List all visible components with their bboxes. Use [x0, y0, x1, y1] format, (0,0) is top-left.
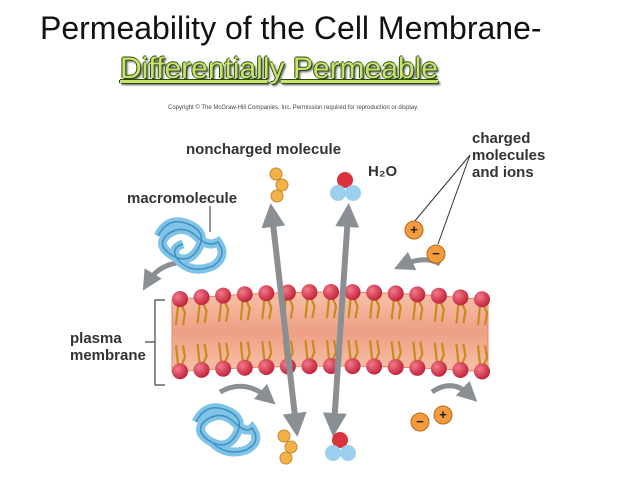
- ion-bottom-deflect-arrow: [430, 380, 478, 402]
- phospholipid-tail: [174, 305, 187, 365]
- phospholipid-head: [301, 358, 318, 375]
- phospholipid-head: [344, 284, 361, 301]
- plasma-membrane-bracket: [145, 299, 165, 386]
- phospholipid-head: [452, 361, 469, 378]
- noncharged-molecule-bottom: [277, 429, 298, 465]
- svg-text:−: −: [416, 414, 424, 429]
- svg-text:−: −: [432, 246, 440, 261]
- positive-ion-bottom: +: [433, 405, 453, 425]
- phospholipid-tail: [369, 299, 381, 360]
- phospholipid-tail: [390, 299, 402, 361]
- water-molecule-bottom: [325, 432, 356, 461]
- phospholipid-head: [366, 358, 383, 375]
- negative-ion-top: −: [426, 244, 446, 264]
- phospholipid-tail: [476, 305, 489, 365]
- phospholipid-tail: [412, 300, 424, 362]
- slide-subtitle: Differentially Permeable: [120, 52, 438, 85]
- h2o-label: H₂O: [368, 163, 398, 180]
- macromolecule-top: [153, 217, 227, 274]
- water-molecule-top: [330, 172, 361, 201]
- plasma-label-line2: membrane: [70, 347, 146, 364]
- phospholipid-head: [452, 289, 469, 306]
- phospholipid-head: [236, 286, 253, 303]
- phospholipid-head: [366, 284, 383, 301]
- phospholipid-head: [474, 363, 490, 380]
- positive-ion-top: +: [404, 220, 424, 240]
- svg-text:+: +: [410, 222, 418, 237]
- phospholipid-head: [474, 291, 490, 308]
- macromolecule-bottom: [191, 403, 261, 457]
- phospholipid-head: [215, 287, 232, 304]
- phospholipid-head: [258, 358, 275, 375]
- phospholipid-head: [409, 359, 426, 376]
- phospholipid-head: [387, 285, 404, 302]
- noncharged-molecule-label: noncharged molecule: [186, 141, 342, 158]
- macromolecule-label: macromolecule: [127, 190, 238, 207]
- noncharged-transport-arrow: [261, 203, 307, 437]
- phospholipid-head: [409, 286, 426, 303]
- phospholipid-head: [301, 284, 318, 301]
- phospholipid-head: [387, 359, 404, 376]
- copyright-notice: Copyright © The McGraw-Hill Companies, I…: [168, 105, 419, 111]
- phospholipid-head: [215, 360, 232, 377]
- noncharged-molecule-top: [269, 167, 289, 203]
- phospholipid-head: [193, 361, 210, 378]
- plasma-label-line1: plasma: [70, 330, 122, 347]
- phospholipid-tail: [196, 303, 208, 364]
- phospholipid-head: [193, 289, 210, 306]
- charged-pointer-lines: [413, 154, 471, 245]
- macromolecule-bottom-deflect-arrow: [218, 383, 276, 405]
- charged-label-line3: and ions: [472, 164, 534, 181]
- phospholipid-head: [344, 358, 361, 375]
- phospholipid-tail: [455, 303, 467, 364]
- phospholipid-head: [172, 363, 188, 380]
- phospholipid-head: [236, 359, 253, 376]
- charged-label-line1: charged: [472, 130, 531, 147]
- phospholipid-tail: [239, 300, 251, 362]
- phospholipid-head: [430, 360, 447, 377]
- negative-ion-bottom: −: [410, 412, 430, 432]
- phospholipid-tail: [218, 302, 230, 363]
- phospholipid-head: [258, 285, 275, 302]
- phospholipid-head: [172, 291, 188, 308]
- charged-label-line2: molecules: [472, 147, 546, 164]
- slide-title: Permeability of the Cell Membrane-: [40, 10, 542, 46]
- phospholipid-tail: [433, 302, 445, 363]
- phospholipid-head: [323, 284, 339, 301]
- water-transport-arrow: [322, 203, 360, 437]
- phospholipid-head: [430, 287, 447, 304]
- svg-text:+: +: [439, 407, 447, 422]
